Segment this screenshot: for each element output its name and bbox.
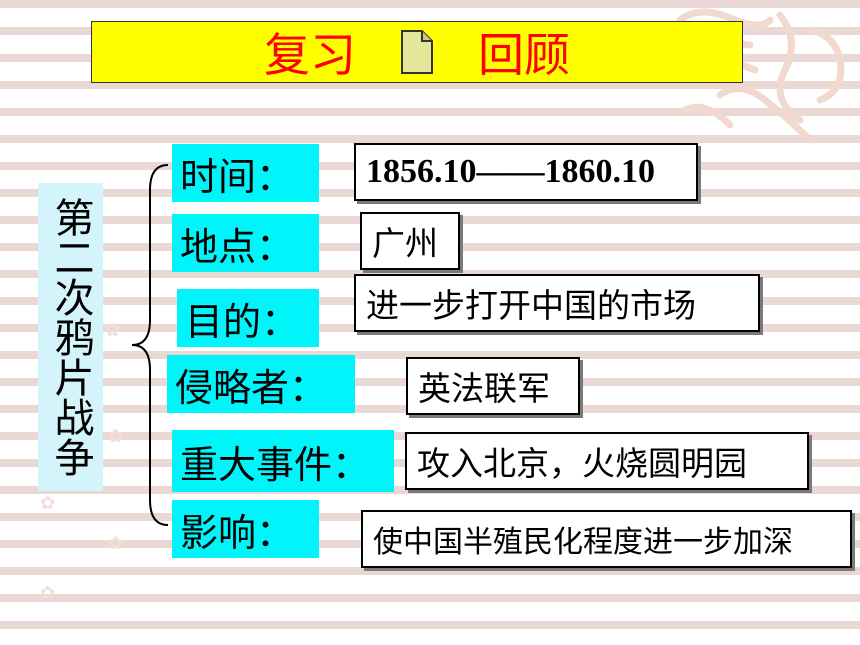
- title-left: 复习: [264, 28, 356, 82]
- answer-invaders: 英法联军: [406, 357, 580, 415]
- answer-place: 广州: [360, 212, 460, 270]
- label-purpose: 目的：: [177, 289, 319, 347]
- title-right: 回顾: [478, 28, 570, 82]
- curly-brace: [131, 164, 169, 526]
- answer-purpose: 进一步打开中国的市场: [354, 274, 760, 332]
- label-major-events: 重大事件：: [172, 430, 394, 492]
- label-place: 地点：: [172, 214, 319, 272]
- title-bar: 复习 回顾: [91, 21, 743, 83]
- label-time: 时间：: [172, 144, 319, 202]
- side-title: 第二次鸦片战争: [38, 183, 103, 491]
- label-impact: 影响：: [172, 500, 319, 558]
- seal-decoration: ✿: [108, 426, 124, 447]
- answer-time: 1856.10——1860.10: [354, 143, 698, 201]
- seal-decoration: ✿: [40, 583, 56, 604]
- seal-decoration: ✿: [105, 320, 121, 341]
- seal-decoration: ✿: [108, 533, 124, 554]
- answer-impact: 使中国半殖民化程度进一步加深: [361, 510, 852, 568]
- answer-major-events: 攻入北京，火烧圆明园: [405, 432, 809, 490]
- label-invaders: 侵略者：: [167, 355, 355, 413]
- document-icon: [401, 30, 433, 74]
- seal-decoration: ✿: [40, 493, 56, 514]
